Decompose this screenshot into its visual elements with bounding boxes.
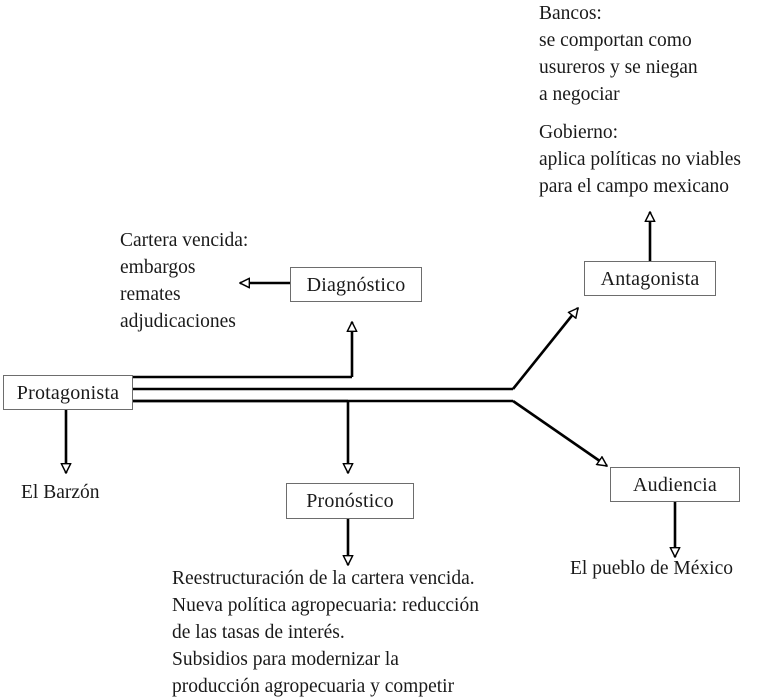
annotation-bancos: Bancos: se comportan como usureros y se … — [539, 3, 698, 105]
node-diagnostico-label: Diagnóstico — [306, 273, 406, 296]
node-protagonista-label: Protagonista — [16, 381, 120, 404]
node-antagonista-label: Antagonista — [600, 267, 700, 290]
node-diagnostico[interactable]: Diagnóstico — [290, 267, 422, 302]
node-audiencia[interactable]: Audiencia — [610, 467, 740, 502]
node-protagonista[interactable]: Protagonista — [3, 375, 133, 410]
annotation-pronostico-detalle: Reestructuración de la cartera vencida. … — [172, 568, 479, 697]
node-antagonista[interactable]: Antagonista — [584, 261, 716, 296]
annotation-cartera-vencida: Cartera vencida: embargos remates adjudi… — [120, 230, 249, 332]
leaf-label-el-pueblo-de-mexico: El pueblo de México — [570, 558, 733, 579]
node-pronostico[interactable]: Pronóstico — [286, 483, 414, 519]
node-audiencia-label: Audiencia — [633, 473, 717, 496]
edge-protagonista-to-audiencia — [512, 399, 607, 468]
annotation-gobierno: Gobierno: aplica políticas no viables pa… — [539, 122, 741, 197]
edge-protagonista-to-antagonista — [511, 308, 578, 390]
leaf-label-el-barzon: El Barzón — [21, 482, 100, 503]
node-pronostico-label: Pronóstico — [306, 490, 394, 512]
